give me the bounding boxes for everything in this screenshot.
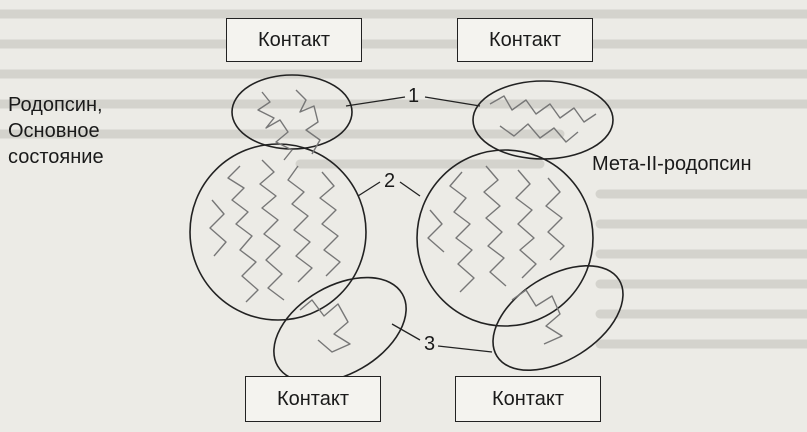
transmembrane-region-right: [417, 150, 593, 326]
contact-label: Контакт: [492, 388, 564, 411]
leader-3-right: [438, 346, 492, 352]
rhodopsin-ground-state: [190, 75, 424, 404]
label-rhodopsin-ground-state: Родопсин, Основное состояние: [8, 92, 104, 170]
region-number-2: 2: [384, 170, 395, 193]
contact-label: Контакт: [277, 388, 349, 411]
region-number-3: 3: [424, 333, 435, 356]
cytoplasmic-loop-region-right: [473, 81, 613, 159]
label-line: Основное: [8, 118, 104, 144]
contact-label: Контакт: [489, 29, 561, 52]
extracellular-loop-region-right: [475, 244, 642, 392]
contact-box-top-left: Контакт: [226, 18, 362, 62]
label-line: Родопсин,: [8, 92, 104, 118]
contact-box-bottom-left: Контакт: [245, 376, 381, 422]
label-meta-ii-rhodopsin: Мета-II-родопсин: [592, 151, 751, 177]
contact-box-bottom-right: Контакт: [455, 376, 601, 422]
region-number-1: 1: [408, 85, 419, 108]
label-line: состояние: [8, 144, 104, 170]
protein-chain-left: [210, 90, 350, 352]
contact-box-top-right: Контакт: [457, 18, 593, 62]
leader-2-right: [400, 182, 420, 196]
leader-2-left: [358, 182, 380, 196]
transmembrane-region-left: [190, 144, 366, 320]
contact-label: Контакт: [258, 29, 330, 52]
